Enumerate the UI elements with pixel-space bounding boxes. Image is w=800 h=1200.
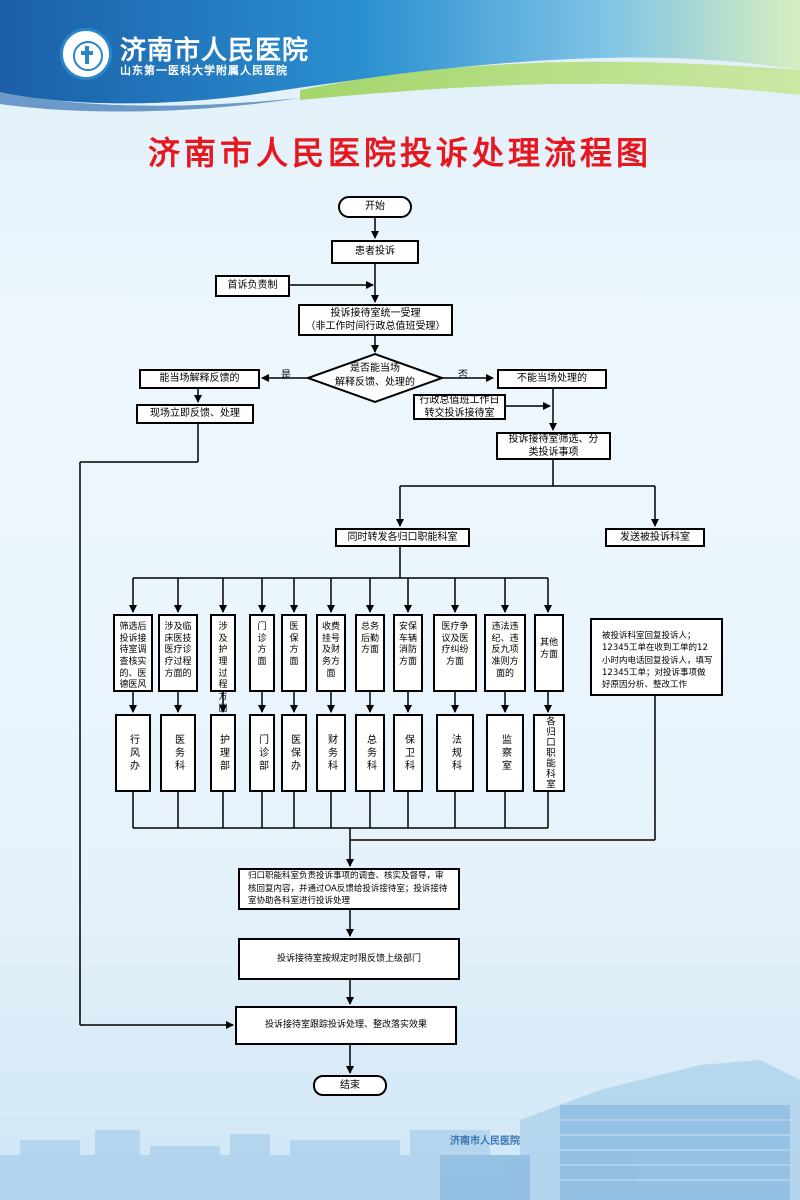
start-node: 开始 [338, 196, 412, 218]
category-box: 门诊方面 [249, 614, 275, 692]
department-box: 监察室 [486, 714, 524, 792]
department-box: 医保办 [281, 714, 307, 792]
category-box: 违法违纪、违反九项准则方面的 [484, 614, 526, 692]
admin-transfer-box: 行政总值班工作日 转交投诉接待室 [413, 394, 506, 420]
category-box: 收费挂号及财务方面 [316, 614, 346, 692]
hospital-name: 济南市人民医院 [120, 36, 310, 66]
yes-label: 是 [281, 370, 291, 381]
hospital-building-illustration: 济南市人民医院 [0, 1060, 800, 1200]
category-box: 总务后勤方面 [355, 614, 385, 692]
report-superior-box: 投诉接待室按规定时限反馈上级部门 [238, 938, 460, 980]
investigation-box: 归口职能科室负责投诉事项的调查、核实及督导，审核回复内容，并通过OA反馈给投诉接… [238, 868, 460, 910]
department-box: 护理部 [210, 714, 236, 792]
immediate-feedback-box: 现场立即反馈、处理 [136, 404, 254, 424]
hospital-logo [60, 28, 112, 80]
category-box: 医保方面 [281, 614, 307, 692]
forward-departments-box: 同时转发各归口职能科室 [335, 528, 470, 547]
no-label: 否 [458, 370, 468, 381]
follow-up-box: 投诉接待室跟踪投诉处理、整改落实效果 [235, 1006, 457, 1045]
category-box: 筛选后投诉接待室调查核实的、医德医风 [113, 614, 153, 692]
decision-diamond [305, 352, 445, 404]
cannot-handle-box: 不能当场处理的 [497, 369, 607, 389]
category-box: 涉及护理过程方面的 [210, 614, 236, 726]
category-box: 涉及临床医技医疗诊疗过程方面的 [158, 614, 198, 692]
send-department-box: 发送被投诉科室 [605, 528, 705, 547]
decision-text: 是否能当场 解释反馈、处理的 [335, 363, 415, 388]
building-sign: 济南市人民医院 [450, 1134, 520, 1147]
unified-acceptance-box: 投诉接待室统一受理 （非工作时间行政总值班受理） [298, 304, 453, 336]
department-box: 行风办 [115, 714, 151, 792]
department-box: 财务科 [316, 714, 346, 792]
patient-complaint-box: 患者投诉 [331, 240, 419, 264]
department-box: 各归口职能科室 [533, 714, 565, 792]
category-box: 其他方面 [534, 614, 564, 692]
department-box: 门诊部 [249, 714, 275, 792]
department-box: 法规科 [436, 714, 474, 792]
header-banner [0, 0, 800, 112]
hospital-subtitle: 山东第一医科大学附属人民医院 [120, 64, 288, 77]
end-node: 结束 [313, 1075, 387, 1096]
department-box: 医务科 [160, 714, 196, 792]
first-responsibility-box: 首诉负责制 [215, 275, 290, 297]
department-box: 总务科 [355, 714, 385, 792]
department-box: 保卫科 [393, 714, 423, 792]
department-reply-box: 被投诉科室回复投诉人；12345工单在收到工单的12小时内电话回复投诉人，填写1… [590, 618, 723, 696]
page-title: 济南市人民医院投诉处理流程图 [147, 134, 652, 172]
screen-classify-box: 投诉接待室筛选、分 类投诉事项 [496, 432, 611, 460]
can-explain-box: 能当场解释反馈的 [139, 369, 260, 389]
category-box: 安保车辆消防方面 [393, 614, 423, 692]
category-box: 医疗争议及医疗纠纷方面 [433, 614, 477, 692]
